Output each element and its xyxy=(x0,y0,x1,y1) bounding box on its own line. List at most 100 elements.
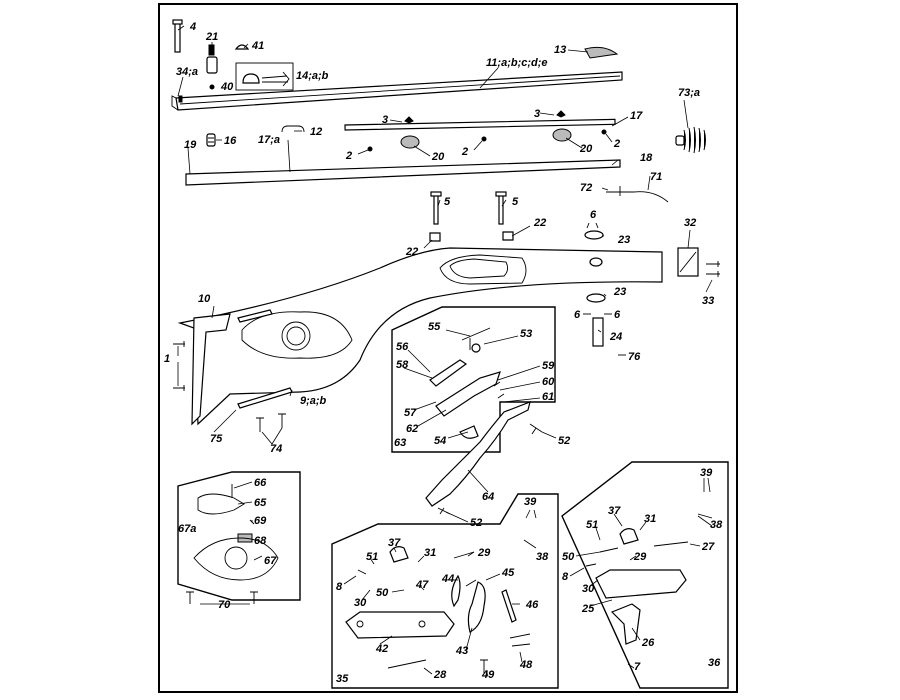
label-30b: 30 xyxy=(582,583,595,595)
label-6c: 6 xyxy=(614,309,621,321)
label-39a: 39 xyxy=(524,496,537,508)
part-16-nipple xyxy=(206,133,216,147)
part-2-screw-b xyxy=(481,136,487,142)
label-35: 35 xyxy=(336,673,349,685)
part-2-screw-c xyxy=(601,129,607,135)
label-72: 72 xyxy=(580,182,592,194)
label-37a: 37 xyxy=(388,537,401,549)
part-3-screw-a xyxy=(404,116,414,124)
label-13: 13 xyxy=(554,44,566,56)
panel-63 xyxy=(391,306,556,453)
part-64-triggerguard xyxy=(425,401,531,507)
label-2c: 2 xyxy=(613,138,620,150)
label-5b: 5 xyxy=(512,196,519,208)
label-1: 1 xyxy=(164,353,170,365)
label-71: 71 xyxy=(650,171,662,183)
part-71-spring xyxy=(633,191,669,203)
part-22-washer-a xyxy=(429,232,441,242)
part-14-box xyxy=(235,62,294,91)
part-labels: 4 21 41 34;a 40 14;a;b 11;a;b;c;d;e 13 7… xyxy=(164,21,723,685)
label-24: 24 xyxy=(609,331,622,343)
part-74-screw-a xyxy=(256,417,264,432)
part-4-pin xyxy=(172,19,183,53)
label-45: 45 xyxy=(501,567,515,579)
part-18-ramrod xyxy=(185,159,621,186)
label-56: 56 xyxy=(396,341,409,353)
label-44: 44 xyxy=(441,573,454,585)
lock-parts-36 xyxy=(585,513,713,669)
label-42: 42 xyxy=(375,643,388,655)
label-20b: 20 xyxy=(579,143,593,155)
label-64: 64 xyxy=(482,491,494,503)
part-6-pin-top xyxy=(586,222,599,229)
label-9: 9;a;b xyxy=(300,395,327,407)
exploded-parts-diagram: 4 21 41 34;a 40 14;a;b 11;a;b;c;d;e 13 7… xyxy=(164,19,729,689)
label-59: 59 xyxy=(542,360,555,372)
part-9-plate xyxy=(237,387,293,409)
label-23a: 23 xyxy=(617,234,630,246)
label-28: 28 xyxy=(433,669,447,681)
panel-67a xyxy=(177,471,301,601)
label-47: 47 xyxy=(415,579,429,591)
label-14: 14;a;b xyxy=(296,70,329,82)
label-31a: 31 xyxy=(424,547,436,559)
part-24-pipe xyxy=(592,317,604,347)
part-12-hook xyxy=(281,125,305,133)
label-29b: 29 xyxy=(633,551,647,563)
label-16: 16 xyxy=(224,135,237,147)
label-38a: 38 xyxy=(536,551,549,563)
label-18: 18 xyxy=(640,152,653,164)
part-70-screws xyxy=(186,591,258,604)
part-10-buttplate xyxy=(191,313,231,426)
label-37b: 37 xyxy=(608,505,621,517)
label-67a: 67a xyxy=(178,523,196,535)
label-8b: 8 xyxy=(562,571,569,583)
part-32-block xyxy=(677,247,699,277)
panel-35 xyxy=(331,493,559,689)
label-6a: 6 xyxy=(590,209,597,221)
label-26: 26 xyxy=(641,637,655,649)
part-22-washer-b xyxy=(502,231,514,241)
label-29a: 29 xyxy=(477,547,491,559)
leader-lines xyxy=(177,25,713,677)
label-38b: 38 xyxy=(710,519,723,531)
stock xyxy=(177,247,663,426)
part-73-spring xyxy=(675,126,706,154)
label-50a: 50 xyxy=(376,587,389,599)
part-1-screw-a xyxy=(173,341,185,347)
label-17: 17 xyxy=(630,110,643,122)
label-54: 54 xyxy=(434,435,446,447)
label-46: 46 xyxy=(525,599,539,611)
label-3a: 3 xyxy=(382,114,388,126)
label-52a: 52 xyxy=(558,435,570,447)
diagram-frame: 4 21 41 34;a 40 14;a;b 11;a;b;c;d;e 13 7… xyxy=(158,3,738,693)
label-41: 41 xyxy=(251,40,264,52)
label-21: 21 xyxy=(205,31,218,43)
label-62: 62 xyxy=(406,423,418,435)
label-30a: 30 xyxy=(354,597,367,609)
part-33-screw-a xyxy=(706,261,720,267)
label-33: 33 xyxy=(702,295,714,307)
part-5-bolt-b xyxy=(495,191,507,225)
label-74: 74 xyxy=(270,443,282,455)
label-49: 49 xyxy=(481,669,495,681)
label-43: 43 xyxy=(455,645,468,657)
label-36: 36 xyxy=(708,657,721,669)
part-3-screw-b xyxy=(556,110,566,118)
label-57: 57 xyxy=(404,407,417,419)
part-5-bolt-a xyxy=(430,191,442,225)
label-12: 12 xyxy=(310,126,322,138)
label-50b: 50 xyxy=(562,551,575,563)
label-25: 25 xyxy=(581,603,595,615)
label-75: 75 xyxy=(210,433,223,445)
label-20a: 20 xyxy=(431,151,445,163)
label-2b: 2 xyxy=(461,146,468,158)
label-8a: 8 xyxy=(336,581,343,593)
label-10: 10 xyxy=(198,293,211,305)
label-32: 32 xyxy=(684,217,696,229)
label-22b: 22 xyxy=(533,217,546,229)
label-3b: 3 xyxy=(534,108,540,120)
part-40-screw xyxy=(209,84,215,90)
label-51b: 51 xyxy=(586,519,598,531)
label-60: 60 xyxy=(542,376,555,388)
